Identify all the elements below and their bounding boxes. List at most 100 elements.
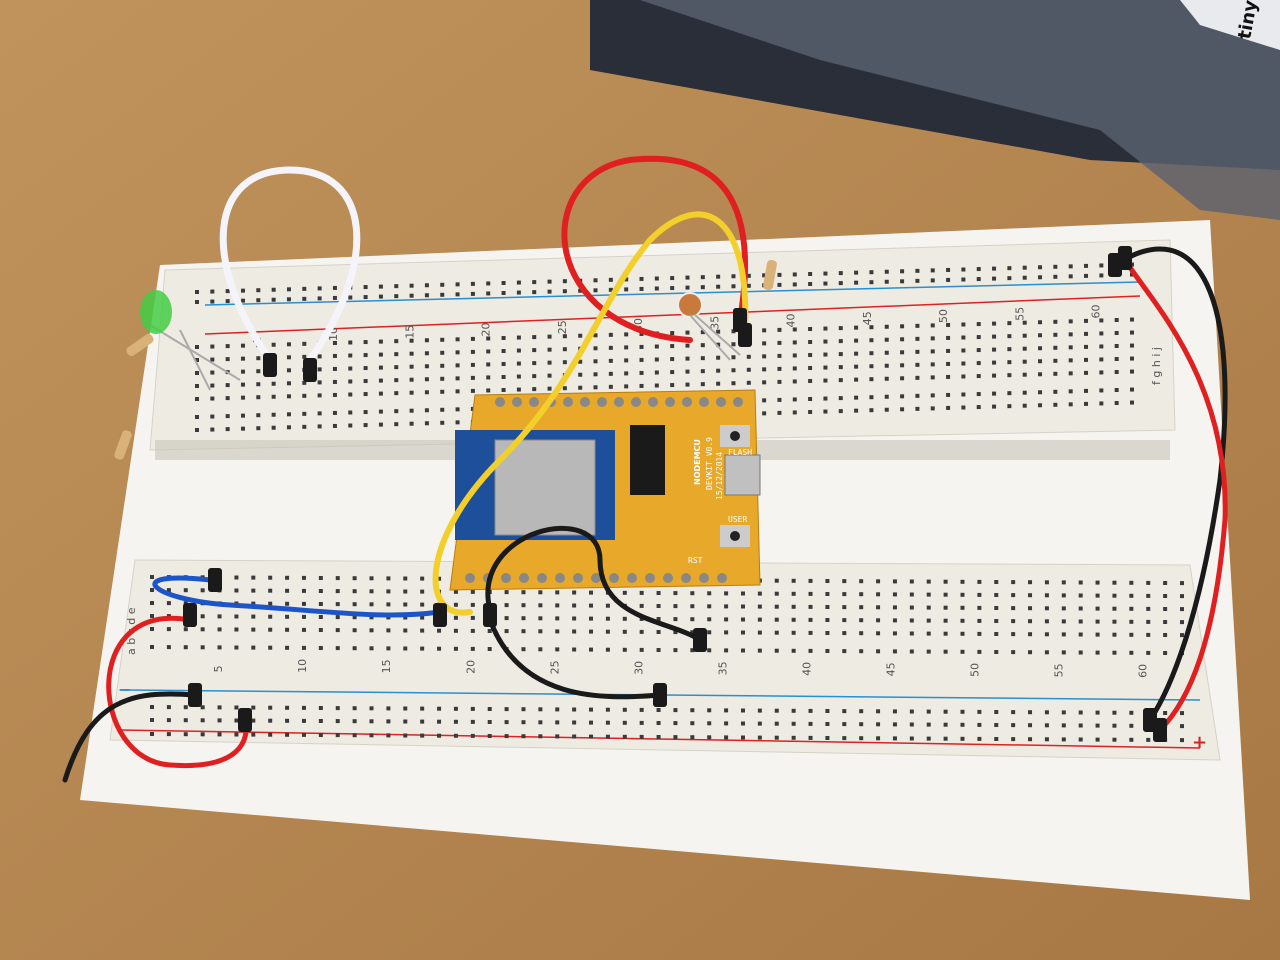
breadboard-hole[interactable] <box>301 588 306 593</box>
breadboard-hole[interactable] <box>271 297 276 302</box>
breadboard-hole[interactable] <box>774 591 779 596</box>
breadboard-hole[interactable] <box>378 365 383 370</box>
breadboard-hole[interactable] <box>884 350 889 355</box>
breadboard-hole[interactable] <box>605 720 610 725</box>
breadboard-hole[interactable] <box>960 592 965 597</box>
breadboard-hole[interactable] <box>352 719 357 724</box>
breadboard-hole[interactable] <box>724 721 729 726</box>
breadboard-hole[interactable] <box>1007 360 1012 365</box>
breadboard-hole[interactable] <box>470 615 475 620</box>
breadboard-hole[interactable] <box>555 590 560 595</box>
breadboard-hole[interactable] <box>808 617 813 622</box>
breadboard-hole[interactable] <box>1099 344 1104 349</box>
breadboard-hole[interactable] <box>930 362 935 367</box>
breadboard-hole[interactable] <box>690 604 695 609</box>
breadboard-hole[interactable] <box>960 579 965 584</box>
breadboard-hole[interactable] <box>869 377 874 382</box>
breadboard-hole[interactable] <box>876 649 881 654</box>
breadboard-hole[interactable] <box>225 383 230 388</box>
breadboard-hole[interactable] <box>183 645 188 650</box>
breadboard-hole[interactable] <box>605 616 610 621</box>
breadboard-hole[interactable] <box>1022 265 1027 270</box>
breadboard-hole[interactable] <box>504 707 509 712</box>
breadboard-hole[interactable] <box>876 631 881 636</box>
breadboard-hole[interactable] <box>869 351 874 356</box>
breadboard-hole[interactable] <box>639 629 644 634</box>
breadboard-hole[interactable] <box>521 720 526 725</box>
breadboard-hole[interactable] <box>453 706 458 711</box>
breadboard-hole[interactable] <box>200 627 205 632</box>
breadboard-hole[interactable] <box>1022 403 1027 408</box>
breadboard-hole[interactable] <box>301 627 306 632</box>
breadboard-hole[interactable] <box>943 605 948 610</box>
breadboard-hole[interactable] <box>1044 632 1049 637</box>
breadboard-hole[interactable] <box>369 706 374 711</box>
breadboard-hole[interactable] <box>394 284 399 289</box>
breadboard-hole[interactable] <box>286 368 291 373</box>
breadboard-hole[interactable] <box>195 428 199 432</box>
breadboard-hole[interactable] <box>946 374 951 379</box>
breadboard-hole[interactable] <box>876 605 881 610</box>
breadboard-hole[interactable] <box>363 285 368 290</box>
breadboard-hole[interactable] <box>251 575 256 580</box>
breadboard-hole[interactable] <box>409 364 414 369</box>
breadboard-hole[interactable] <box>256 395 261 400</box>
breadboard-hole[interactable] <box>900 350 905 355</box>
breadboard-hole[interactable] <box>369 576 374 581</box>
breadboard-hole[interactable] <box>504 734 509 739</box>
breadboard-hole[interactable] <box>716 274 721 279</box>
breadboard-hole[interactable] <box>774 648 779 653</box>
breadboard-hole[interactable] <box>150 588 154 592</box>
breadboard-hole[interactable] <box>746 283 751 288</box>
breadboard-hole[interactable] <box>791 708 796 713</box>
breadboard-hole[interactable] <box>301 575 306 580</box>
breadboard-hole[interactable] <box>977 618 982 623</box>
breadboard-hole[interactable] <box>1044 593 1049 598</box>
breadboard-hole[interactable] <box>409 421 414 426</box>
red-wire-bottom[interactable] <box>106 615 249 769</box>
breadboard-hole[interactable] <box>440 363 445 368</box>
breadboard-hole[interactable] <box>716 342 721 347</box>
breadboard-hole[interactable] <box>670 370 675 375</box>
breadboard-hole[interactable] <box>234 588 239 593</box>
breadboard-hole[interactable] <box>994 632 999 636</box>
breadboard-hole[interactable] <box>547 347 552 352</box>
breadboard-hole[interactable] <box>1114 357 1119 361</box>
breadboard-hole[interactable] <box>1146 650 1151 655</box>
breadboard-hole[interactable] <box>943 649 948 654</box>
breadboard-hole[interactable] <box>166 718 171 723</box>
breadboard-hole[interactable] <box>909 618 914 623</box>
breadboard-hole[interactable] <box>538 590 543 595</box>
breadboard-hole[interactable] <box>762 341 767 346</box>
breadboard-hole[interactable] <box>589 720 594 725</box>
breadboard-hole[interactable] <box>1130 330 1134 335</box>
breadboard-hole[interactable] <box>470 733 475 738</box>
breadboard-hole[interactable] <box>823 352 828 357</box>
breadboard-hole[interactable] <box>1112 593 1117 598</box>
breadboard-hole[interactable] <box>455 389 460 394</box>
breadboard-hole[interactable] <box>1130 317 1134 322</box>
breadboard-hole[interactable] <box>825 722 830 726</box>
breadboard-hole[interactable] <box>724 708 729 713</box>
breadboard-hole[interactable] <box>335 646 340 651</box>
breadboard-hole[interactable] <box>1022 275 1027 280</box>
breadboard-hole[interactable] <box>225 299 230 304</box>
breadboard-hole[interactable] <box>437 733 442 738</box>
breadboard-hole[interactable] <box>210 370 215 375</box>
breadboard-hole[interactable] <box>1078 580 1083 585</box>
breadboard-hole[interactable] <box>555 734 560 739</box>
breadboard-hole[interactable] <box>589 603 594 608</box>
breadboard-hole[interactable] <box>825 592 830 596</box>
breadboard-hole[interactable] <box>1007 373 1012 378</box>
breadboard-hole[interactable] <box>976 405 981 410</box>
breadboard-hole[interactable] <box>673 591 678 596</box>
breadboard-hole[interactable] <box>707 617 712 622</box>
breadboard-hole[interactable] <box>409 283 414 288</box>
breadboard-hole[interactable] <box>1180 633 1184 638</box>
breadboard-hole[interactable] <box>1044 606 1049 611</box>
breadboard-hole[interactable] <box>301 601 306 606</box>
breadboard-hole[interactable] <box>1095 619 1100 624</box>
breadboard-hole[interactable] <box>225 396 230 401</box>
breadboard-hole[interactable] <box>225 414 230 419</box>
breadboard-hole[interactable] <box>532 361 537 366</box>
